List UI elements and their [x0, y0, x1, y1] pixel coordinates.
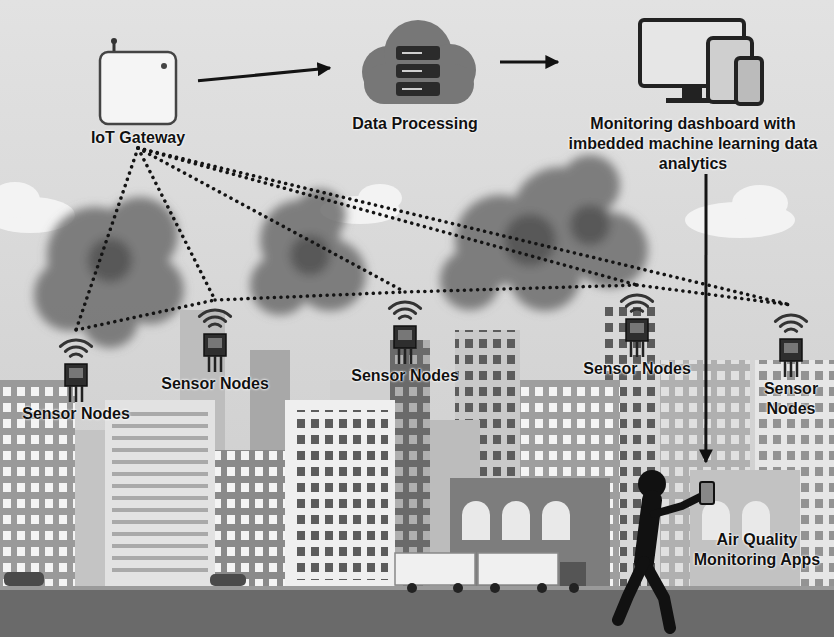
gateway-icon — [78, 36, 198, 128]
processing-node: Data Processing — [330, 14, 500, 134]
node-label: Air Quality Monitoring Apps — [680, 530, 834, 570]
dotted-link — [138, 148, 215, 300]
smoke — [34, 155, 648, 348]
sensor-icon — [578, 285, 696, 359]
sensor-node: Sensor Nodes — [340, 292, 470, 386]
node-label: Sensor Nodes — [752, 379, 830, 419]
node-label: Sensor Nodes — [578, 359, 696, 379]
node-label: Data Processing — [330, 114, 500, 134]
dotted-link — [76, 148, 138, 330]
node-label: Monitoring dashboard with imbedded machi… — [558, 114, 828, 174]
node-label: Sensor Nodes — [12, 404, 140, 424]
flow-arrow — [704, 174, 707, 462]
sensor-icon — [752, 305, 830, 379]
cloud-server-icon — [330, 14, 500, 114]
sensor-icon — [340, 292, 470, 366]
sensor-node: Sensor Nodes — [12, 330, 140, 424]
buildings — [0, 300, 834, 590]
app-user-node: Air Quality Monitoring Apps — [612, 462, 832, 634]
dashboard-node: Monitoring dashboard with imbedded machi… — [558, 14, 828, 174]
devices-icon — [558, 14, 828, 114]
dotted-link — [138, 148, 405, 292]
sensor-icon — [12, 330, 140, 404]
flow-arrow — [500, 61, 558, 64]
gateway-node: IoT Gateway — [78, 36, 198, 148]
dotted-link — [215, 292, 405, 300]
node-label: IoT Gateway — [78, 128, 198, 148]
sensor-node: Sensor Nodes — [150, 300, 280, 394]
flow-arrow — [198, 68, 330, 81]
sensor-node: Sensor Nodes — [578, 285, 696, 379]
dotted-link — [138, 148, 637, 285]
dotted-link — [637, 285, 791, 305]
node-label: Sensor Nodes — [150, 374, 280, 394]
sensor-node: Sensor Nodes — [752, 305, 830, 419]
dotted-link — [76, 300, 215, 330]
dotted-link — [405, 285, 637, 292]
node-label: Sensor Nodes — [340, 366, 470, 386]
sensor-icon — [150, 300, 280, 374]
